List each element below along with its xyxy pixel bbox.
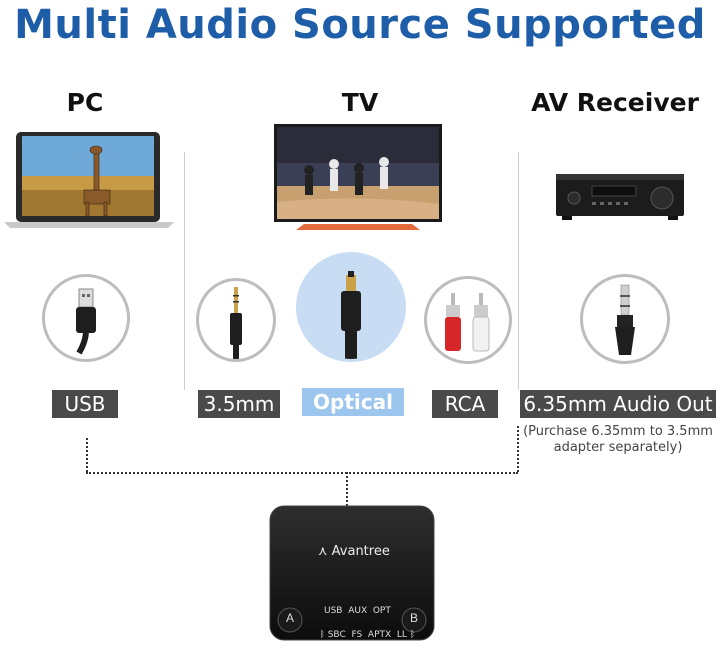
- source-heading-av-receiver: AV Receiver: [531, 88, 699, 117]
- adapter-note-line-1: (Purchase 6.35mm to 3.5mm: [523, 424, 713, 439]
- device-button-a[interactable]: A: [285, 611, 294, 625]
- optical-plug-icon: [296, 252, 406, 362]
- aux-plug-icon: [196, 278, 276, 362]
- transmitter-device: ⋏ Avantree USB AUX OPT ᛒ SBC FS APTX LL …: [266, 504, 438, 644]
- device-codecs-text: SBC FS APTX LL: [327, 630, 407, 640]
- separator-left: [184, 152, 185, 390]
- label-3-5mm: 3.5mm: [198, 390, 280, 418]
- laptop-image: [4, 130, 174, 230]
- adapter-note: (Purchase 6.35mm to 3.5mm adapter separa…: [516, 424, 720, 456]
- rca-plug-icon: [424, 276, 512, 364]
- connection-line-center: [346, 472, 348, 506]
- adapter-note-line-2: adapter separately): [553, 440, 683, 455]
- device-inputs-row: USB AUX OPT: [324, 606, 391, 616]
- page-title: Multi Audio Source Supported: [14, 2, 706, 48]
- tv-image: [274, 124, 442, 232]
- jack-plug-icon: [580, 274, 670, 364]
- bluetooth-icon: ᛒ: [319, 630, 328, 640]
- device-brand: ⋏ Avantree: [318, 544, 390, 559]
- av-receiver-image: [556, 172, 684, 222]
- label-rca: RCA: [432, 390, 498, 418]
- label-optical: Optical: [302, 388, 404, 416]
- usb-plug-icon: [42, 274, 130, 362]
- brand-logo-icon: ⋏: [318, 544, 332, 559]
- connection-line-right: [517, 426, 519, 472]
- label-usb: USB: [52, 390, 118, 418]
- device-codecs-row: ᛒ SBC FS APTX LL ᛒ: [308, 620, 415, 650]
- device-brand-text: Avantree: [331, 544, 390, 559]
- separator-right: [518, 152, 519, 390]
- source-heading-tv: TV: [341, 88, 379, 117]
- bluetooth-icon-2: ᛒ: [406, 630, 416, 640]
- label-6-35mm-audio-out: 6.35mm Audio Out: [520, 390, 716, 418]
- device-button-b[interactable]: B: [409, 611, 418, 625]
- connection-line-horizontal: [86, 472, 518, 474]
- source-heading-pc: PC: [66, 88, 104, 117]
- connection-line-left: [86, 438, 88, 472]
